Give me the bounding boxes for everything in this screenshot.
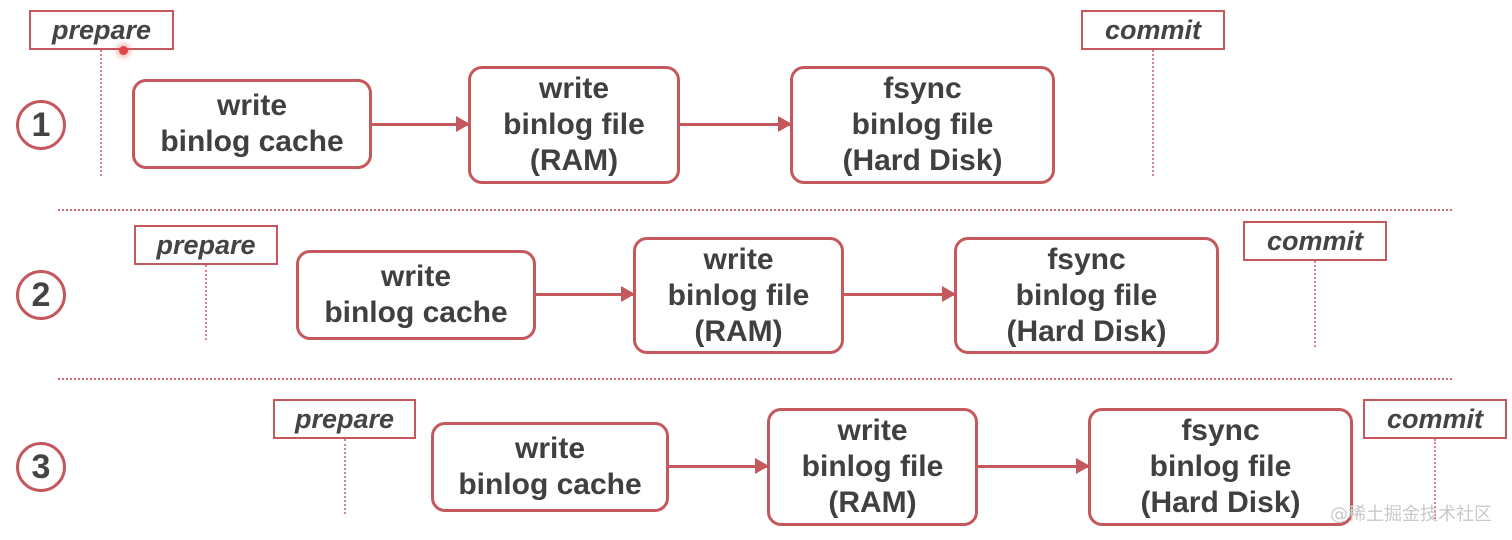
commit-marker-line-row-2 (1314, 261, 1316, 347)
prepare-marker-line-row-2 (205, 265, 207, 340)
prepare-marker-line-row-1 (100, 50, 102, 176)
cursor-dot (119, 46, 128, 55)
box-line: write (538, 72, 610, 105)
fsync-binlog-file-disk-box-row-2: fsync binlog file (Hard Disk) (954, 237, 1219, 354)
box-line: write (216, 89, 288, 122)
prepare-label-row-1: prepare (29, 10, 174, 50)
step-number-badge-row-1: 1 (16, 100, 66, 150)
step-number-badge-row-2: 2 (16, 270, 66, 320)
watermark-text: @稀土掘金技术社区 (1330, 504, 1492, 525)
row-separator-1 (58, 209, 1452, 211)
box-line: binlog file (851, 108, 994, 141)
box-line: fsync (883, 72, 962, 105)
fsync-binlog-file-disk-box-row-1: fsync binlog file (Hard Disk) (790, 66, 1055, 184)
row-separator-2 (58, 378, 1452, 380)
box-line: write (514, 432, 586, 465)
write-binlog-file-ram-box-row-2: write binlog file (RAM) (633, 237, 844, 354)
box-line: write (380, 260, 452, 293)
fsync-binlog-file-disk-box-row-3: fsync binlog file (Hard Disk) (1088, 408, 1353, 526)
prepare-label-row-3: prepare (273, 399, 416, 439)
write-binlog-cache-box-row-3: write binlog cache (431, 422, 669, 512)
commit-marker-line-row-3 (1434, 439, 1436, 519)
commit-label-row-2: commit (1243, 221, 1387, 261)
write-binlog-file-ram-box-row-1: write binlog file (RAM) (468, 66, 680, 184)
flow-arrow-row-2-b (844, 286, 956, 302)
box-line: binlog file (503, 108, 645, 141)
write-binlog-file-ram-box-row-3: write binlog file (RAM) (767, 408, 978, 526)
commit-label-row-3: commit (1363, 399, 1507, 439)
box-line: fsync (1181, 414, 1260, 447)
box-line: binlog file (1015, 278, 1158, 312)
box-line: binlog file (801, 450, 944, 483)
box-line: (RAM) (694, 314, 783, 348)
flow-arrow-row-3-b (978, 458, 1090, 474)
box-line: (Hard Disk) (842, 144, 1003, 177)
box-line: (RAM) (828, 486, 917, 519)
box-line: (RAM) (529, 144, 619, 177)
box-line: binlog file (667, 278, 810, 312)
write-binlog-cache-box-row-1: write binlog cache (132, 79, 372, 169)
prepare-label-row-2: prepare (134, 225, 278, 265)
box-line: write (837, 414, 908, 447)
box-line: binlog cache (160, 125, 344, 158)
prepare-marker-line-row-3 (344, 439, 346, 514)
commit-label-row-1: commit (1081, 10, 1225, 50)
box-line: binlog cache (458, 468, 642, 501)
flow-arrow-row-1-b (680, 116, 792, 132)
box-line: (Hard Disk) (1140, 486, 1301, 519)
box-line: binlog file (1149, 450, 1292, 483)
box-line: write (703, 242, 774, 276)
box-line: (Hard Disk) (1006, 314, 1167, 348)
box-line: binlog cache (324, 296, 508, 329)
write-binlog-cache-box-row-2: write binlog cache (296, 250, 536, 340)
step-number-badge-row-3: 3 (16, 442, 66, 492)
flow-arrow-row-3-a (669, 458, 769, 474)
flow-arrow-row-2-a (536, 286, 635, 302)
flow-arrow-row-1-a (372, 116, 470, 132)
commit-marker-line-row-1 (1152, 50, 1154, 176)
box-line: fsync (1047, 242, 1126, 276)
